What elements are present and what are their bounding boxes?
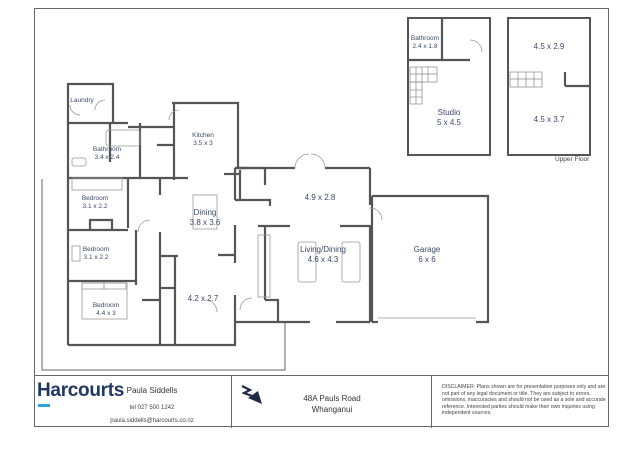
room-label-front-room: 4.9 x 2.8 [304,193,336,202]
room-label-upper-2: 4.5 x 3.7 [533,115,565,124]
disclaimer-text: DISCLAIMER: Plans shown are for presenta… [442,384,606,417]
agent-panel: Harcourts Paula Siddells tel 027 500 124… [34,376,232,428]
agent-email[interactable]: paula.siddells@harcourts.co.nz [110,418,194,424]
address-panel: 48A Pauls Road Whanganui [232,376,432,428]
agent-phone: tel 027 500 1242 [129,405,175,411]
brand-logo: Harcourts [37,380,125,401]
room-label-laundry: Laundry [70,97,94,104]
upper-floor-caption: Upper Floor [555,156,590,163]
agent-name: Paula Siddells [126,386,178,395]
address-line-2: Whanganui [311,405,353,414]
address-line-1: 48A Pauls Road [303,394,361,403]
brand-accent-bar [38,404,50,407]
disclaimer-panel: DISCLAIMER: Plans shown are for presenta… [432,376,609,428]
plan-frame [34,8,609,427]
north-arrow-icon [241,385,262,404]
room-label-hall-room: 4.2 x 2.7 [187,294,219,303]
room-label-upper-1: 4.5 x 2.9 [533,42,565,51]
plan-footer: Harcourts Paula Siddells tel 027 500 124… [34,375,609,428]
